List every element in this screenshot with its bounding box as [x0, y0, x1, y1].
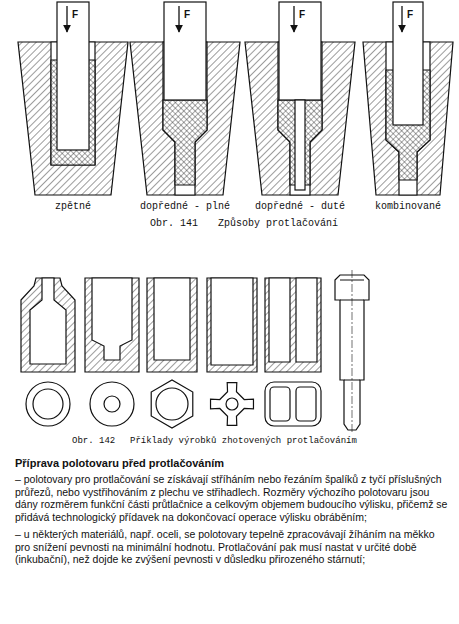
product-bore — [30, 278, 66, 364]
force-label: F — [407, 9, 413, 21]
force-arrow — [178, 6, 179, 32]
punch — [393, 2, 423, 125]
method-name: dopředné - duté — [255, 201, 345, 213]
punch — [164, 2, 206, 100]
view-outer — [26, 382, 70, 426]
punch — [57, 2, 89, 150]
view-outer — [90, 382, 134, 426]
paragraph: – u některých materiálů, např. oceli, se… — [15, 528, 449, 566]
view-inner — [104, 396, 120, 412]
product-section — [207, 278, 257, 372]
mandrel — [295, 100, 305, 190]
figure-number: Obr. 142 — [72, 436, 115, 447]
force-arrow — [401, 6, 402, 32]
product-section — [265, 278, 321, 372]
product-section — [85, 278, 139, 372]
product-bore — [211, 278, 253, 365]
view-hexagon — [151, 380, 193, 428]
force-label: F — [299, 9, 305, 21]
paragraph: – polotovary pro protlačování se získáva… — [15, 473, 449, 523]
view-inner — [156, 388, 188, 420]
punch — [279, 2, 321, 100]
force-label: F — [184, 9, 190, 21]
view-inner — [270, 387, 290, 421]
force-arrow — [66, 6, 67, 32]
view-inner — [33, 389, 63, 419]
view-cross — [211, 383, 254, 426]
view-inner — [296, 387, 316, 421]
force-arrow — [293, 6, 294, 32]
force-label: F — [72, 9, 78, 21]
product-section — [21, 278, 75, 372]
figure-caption: Příklady výrobků zhotovených protlačován… — [130, 436, 357, 447]
method-name: zpětné — [55, 201, 91, 213]
center-line — [352, 270, 353, 433]
workpiece — [163, 100, 207, 185]
product-section — [147, 278, 197, 372]
product-bore — [296, 278, 317, 362]
view-inner — [226, 398, 238, 410]
method-name: dopředné - plné — [140, 201, 230, 213]
figure-number: Obr. 141 — [150, 218, 198, 230]
product-bore — [154, 278, 190, 360]
method-name: kombinované — [375, 201, 441, 213]
view-outer — [265, 382, 321, 426]
figure-caption: Způsoby protlačování — [218, 218, 338, 230]
product-bore — [92, 278, 132, 360]
product-bore — [269, 278, 290, 362]
section-heading: Příprava polotovaru před protlačováním — [15, 457, 224, 470]
